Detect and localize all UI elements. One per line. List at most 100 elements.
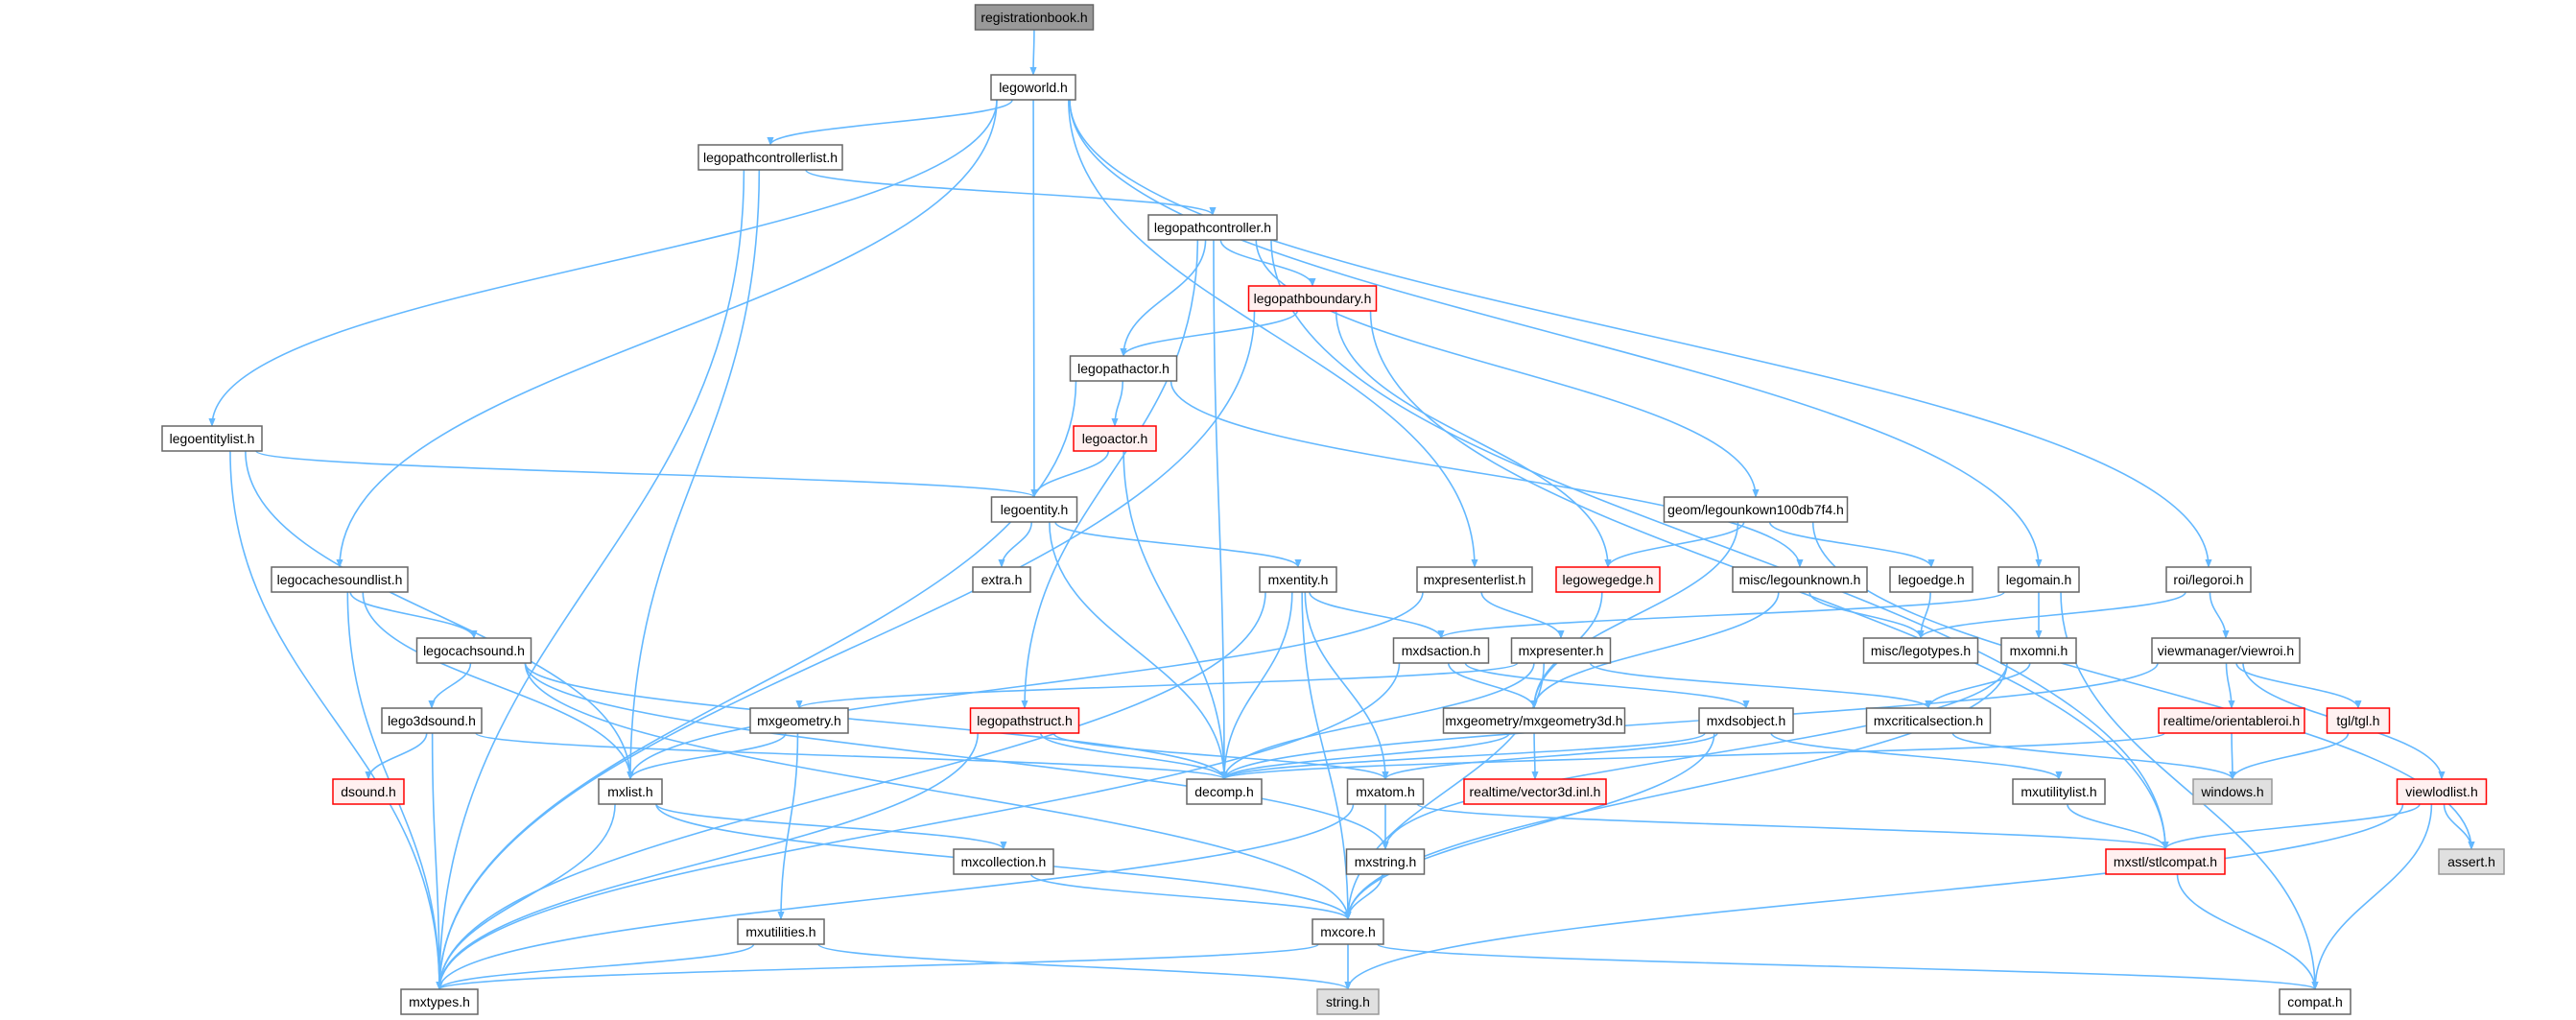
node-mxomni[interactable]: mxomni.h	[2000, 637, 2077, 664]
node-box	[2158, 707, 2305, 734]
edge-mxgeometry-to-mxlist	[626, 732, 787, 780]
node-mxcollection[interactable]: mxcollection.h	[953, 848, 1054, 875]
node-legoedge[interactable]: legoedge.h	[1889, 566, 1973, 593]
edge-legoentitylist-to-legoentity	[255, 450, 1038, 498]
node-legopathstruct[interactable]: legopathstruct.h	[969, 707, 1080, 734]
edge-viewroi-to-tgl	[2235, 662, 2362, 709]
node-label: realtime/orientableroi.h	[2163, 713, 2300, 728]
node-label: mxpresenter.h	[1519, 643, 1604, 658]
node-mxstring[interactable]: mxstring.h	[1345, 848, 1426, 875]
node-legopathboundary[interactable]: legopathboundary.h	[1247, 285, 1378, 312]
node-mxatom[interactable]: mxatom.h	[1346, 778, 1425, 805]
node-registrationbook[interactable]: registrationbook.h	[974, 4, 1095, 31]
node-box	[1345, 848, 1426, 875]
node-assert[interactable]: assert.h	[2438, 848, 2505, 875]
edge-mxentity-to-mxcore	[1301, 591, 1352, 920]
node-legopathactor[interactable]: legopathactor.h	[1069, 355, 1178, 382]
node-mxgeometry[interactable]: mxgeometry.h	[749, 707, 849, 734]
node-legopathcontrollerlist[interactable]: legopathcontrollerlist.h	[697, 144, 843, 171]
node-mxutilitylist[interactable]: mxutilitylist.h	[2012, 778, 2106, 805]
edge-legopathcontrollerlist-to-mxlist	[626, 169, 761, 780]
node-box	[415, 637, 532, 664]
node-box	[1392, 637, 1490, 664]
node-legocachsound[interactable]: legocachsound.h	[415, 637, 532, 664]
node-legoworld[interactable]: legoworld.h	[990, 74, 1076, 101]
edge-legopathboundary-to-mxtypes	[436, 310, 1256, 990]
node-legoentity[interactable]: legoentity.h	[990, 496, 1078, 523]
node-label: lego3dsound.h	[388, 713, 476, 728]
node-box	[332, 778, 405, 805]
node-box	[1147, 214, 1278, 241]
node-orientableroi[interactable]: realtime/orientableroi.h	[2158, 707, 2305, 734]
node-label: mxcollection.h	[961, 854, 1047, 869]
node-label: legopathstruct.h	[977, 713, 1073, 728]
node-label: dsound.h	[341, 784, 396, 799]
node-decomp[interactable]: decomp.h	[1186, 778, 1263, 805]
node-mxpresenter[interactable]: mxpresenter.h	[1510, 637, 1612, 664]
node-box	[1073, 425, 1157, 452]
node-legoroi[interactable]: roi/legoroi.h	[2165, 566, 2252, 593]
edge-legoedge-to-legotypes	[1917, 591, 1931, 639]
node-box	[1259, 566, 1337, 593]
node-box	[1312, 918, 1384, 945]
node-dsound[interactable]: dsound.h	[332, 778, 405, 805]
node-mxdsaction[interactable]: mxdsaction.h	[1392, 637, 1490, 664]
node-legoentitylist[interactable]: legoentitylist.h	[161, 425, 263, 452]
node-stlcompat[interactable]: mxstl/stlcompat.h	[2105, 848, 2226, 875]
node-tgl[interactable]: tgl/tgl.h	[2326, 707, 2391, 734]
edge-legocachsound-to-decomp	[524, 662, 1228, 780]
node-vector3d[interactable]: realtime/vector3d.inl.h	[1463, 778, 1607, 805]
node-legocachesoundlist[interactable]: legocachesoundlist.h	[271, 566, 409, 593]
node-label: legopathcontroller.h	[1154, 220, 1271, 235]
node-label: registrationbook.h	[981, 10, 1087, 25]
node-geom[interactable]: geom/legounkown100db7f4.h	[1663, 496, 1849, 523]
node-label: windows.h	[2200, 784, 2263, 799]
node-mxgeometry3d[interactable]: mxgeometry/mxgeometry3d.h	[1442, 707, 1626, 734]
node-legopathcontroller[interactable]: legopathcontroller.h	[1147, 214, 1278, 241]
node-label: mxpresenterlist.h	[1424, 572, 1526, 587]
edge-mxdsaction-to-mxgeometry3d	[1447, 662, 1538, 709]
node-label: mxtypes.h	[409, 994, 470, 1009]
node-extra[interactable]: extra.h	[972, 566, 1031, 593]
edge-mxcriticalsection-to-windows	[1951, 732, 2236, 780]
node-legomain[interactable]: legomain.h	[1997, 566, 2080, 593]
edge-mxpresenter-to-mxcriticalsection	[1589, 662, 1932, 709]
edge-legoroi-to-legotypes	[1917, 591, 2186, 639]
node-label: mxcriticalsection.h	[1874, 713, 1983, 728]
node-mxcore[interactable]: mxcore.h	[1312, 918, 1384, 945]
edge-mxpresenter-to-decomp	[1220, 662, 1535, 780]
node-box	[271, 566, 409, 593]
edges-layer	[208, 29, 2475, 990]
node-legounknown[interactable]: misc/legounknown.h	[1732, 566, 1868, 593]
node-box	[2396, 778, 2488, 805]
node-mxdsobject[interactable]: mxdsobject.h	[1698, 707, 1794, 734]
node-string[interactable]: string.h	[1316, 988, 1380, 1015]
node-legowegedge[interactable]: legowegedge.h	[1555, 566, 1661, 593]
node-box	[972, 566, 1031, 593]
edge-viewlodlist-to-assert	[2443, 803, 2475, 850]
node-box	[1069, 355, 1178, 382]
edge-legoentity-to-decomp	[1049, 521, 1228, 780]
node-windows[interactable]: windows.h	[2192, 778, 2273, 805]
node-mxlist[interactable]: mxlist.h	[598, 778, 663, 805]
edge-legounknown-to-mxgeometry3d	[1530, 591, 1780, 709]
node-box	[2165, 566, 2252, 593]
edge-mxentity-to-decomp	[1220, 591, 1293, 780]
node-compat[interactable]: compat.h	[2279, 988, 2351, 1015]
edge-legoworld-to-legopathcontrollerlist	[767, 99, 1013, 146]
node-legoactor[interactable]: legoactor.h	[1073, 425, 1157, 452]
node-mxutilities[interactable]: mxutilities.h	[737, 918, 825, 945]
node-box	[381, 707, 483, 734]
edge-legoworld-to-legomain	[1069, 99, 2043, 568]
node-mxcriticalsection[interactable]: mxcriticalsection.h	[1865, 707, 1992, 734]
node-label: roi/legoroi.h	[2173, 572, 2243, 587]
node-viewroi[interactable]: viewmanager/viewroi.h	[2151, 637, 2301, 664]
node-legotypes[interactable]: misc/legotypes.h	[1862, 637, 1979, 664]
node-mxtypes[interactable]: mxtypes.h	[400, 988, 479, 1015]
node-viewlodlist[interactable]: viewlodlist.h	[2396, 778, 2488, 805]
node-mxpresenterlist[interactable]: mxpresenterlist.h	[1416, 566, 1533, 593]
node-label: mxatom.h	[1356, 784, 1414, 799]
edge-legopathcontroller-to-stlcompat	[1270, 239, 2169, 850]
node-lego3dsound[interactable]: lego3dsound.h	[381, 707, 483, 734]
node-mxentity[interactable]: mxentity.h	[1259, 566, 1337, 593]
